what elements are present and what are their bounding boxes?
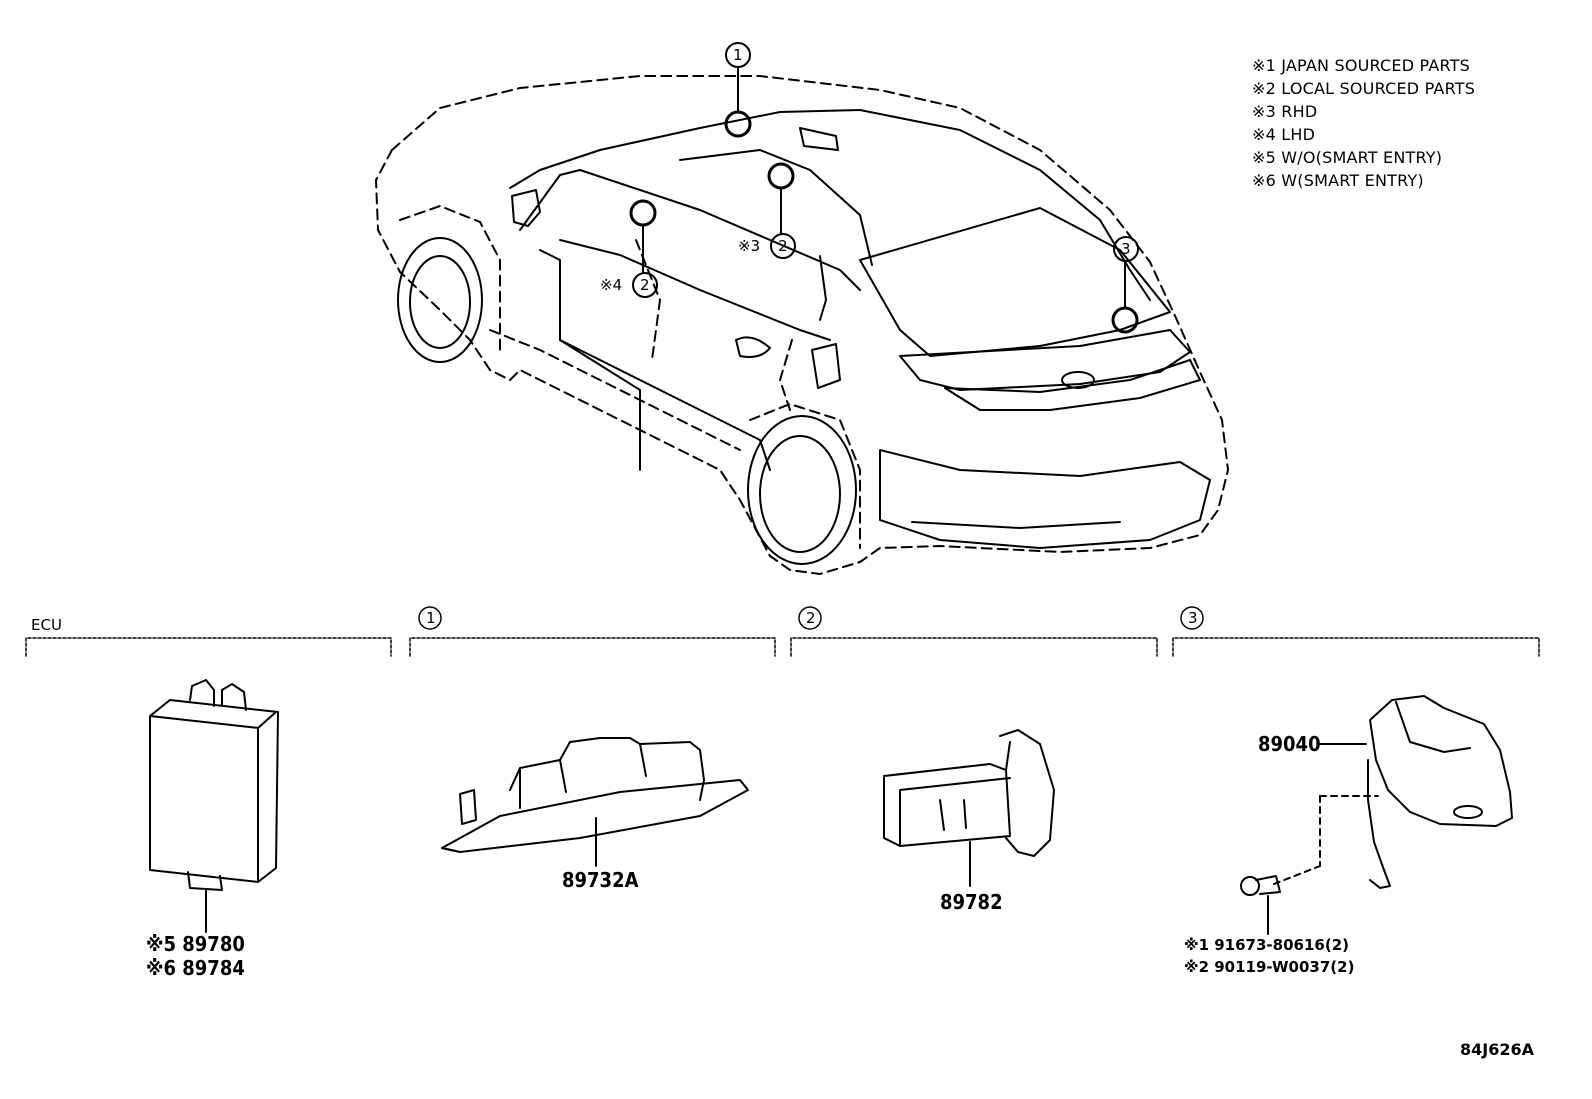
part-number-bolt-a: ※1 91673-80616(2) — [1184, 936, 1349, 954]
callout-3: 3 — [1121, 240, 1131, 258]
section-ecu-label: ECU — [31, 616, 62, 634]
legend-item: ※4 LHD — [1252, 125, 1316, 144]
legend-item: ※5 W/O(SMART ENTRY) — [1252, 148, 1443, 167]
part-number-89782: 89782 — [940, 890, 1003, 914]
part-number-89732a: 89732A — [562, 868, 639, 892]
part-89040 — [1240, 695, 1513, 935]
legend-item: ※3 RHD — [1252, 102, 1318, 121]
legend-item: ※1 JAPAN SOURCED PARTS — [1252, 56, 1471, 75]
location-markers — [629, 42, 1139, 334]
part-number-bolt-b: ※2 90119-W0037(2) — [1184, 958, 1355, 976]
part-89732a — [441, 737, 749, 867]
callout-lhd-mark: ※4 — [600, 276, 623, 294]
legend-item: ※2 LOCAL SOURCED PARTS — [1252, 79, 1476, 98]
legend: ※1 JAPAN SOURCED PARTS ※2 LOCAL SOURCED … — [1252, 54, 1475, 192]
callout-1: 1 — [733, 46, 743, 64]
section-2-label: 2 — [806, 609, 816, 627]
part-number-ecu-a: ※5 89780 — [146, 932, 245, 956]
section-brackets — [25, 606, 1540, 657]
section-3-label: 3 — [1188, 609, 1198, 627]
car-illustration — [375, 75, 1229, 575]
callout-rhd-mark: ※3 — [738, 237, 761, 255]
callout-2-rhd: 2 — [778, 237, 788, 255]
ecu-module — [149, 679, 279, 933]
figure-code: 84J626A — [1460, 1040, 1534, 1059]
legend-item: ※6 W(SMART ENTRY) — [1252, 171, 1424, 190]
part-number-89040: 89040 — [1258, 732, 1321, 756]
callout-2-lhd: 2 — [640, 276, 650, 294]
part-number-ecu-b: ※6 89784 — [146, 956, 245, 980]
part-89782 — [883, 729, 1055, 887]
section-1-label: 1 — [426, 609, 436, 627]
